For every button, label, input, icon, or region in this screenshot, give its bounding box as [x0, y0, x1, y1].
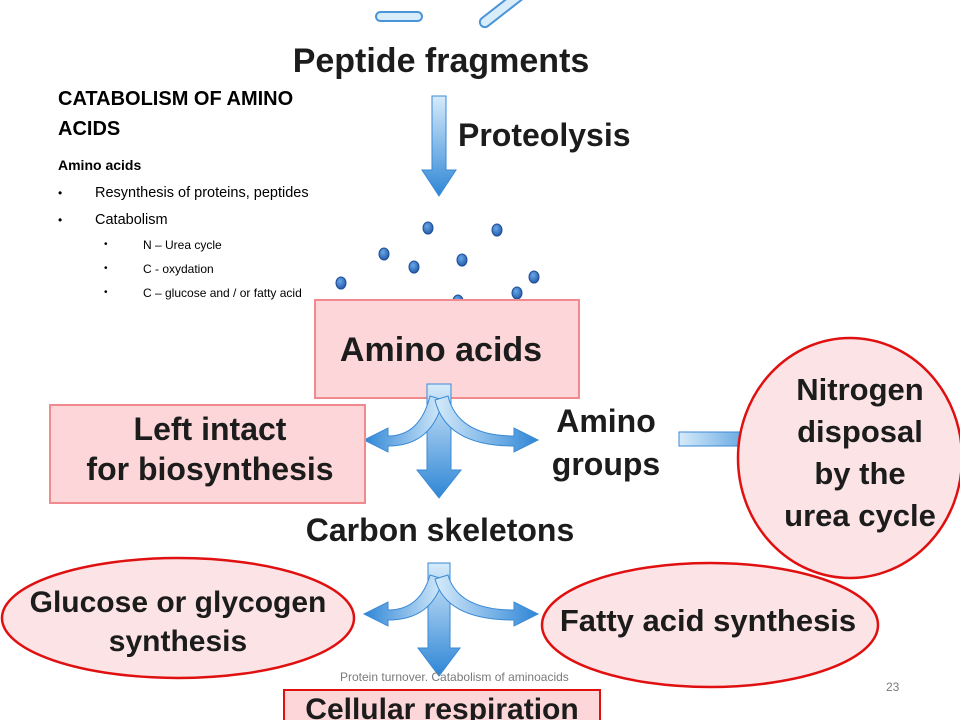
glucose-label-line1: Glucose or glycogen [30, 586, 327, 619]
nitrogen-label-line4: urea cycle [784, 498, 936, 533]
amino-acids-split-arrow [362, 383, 540, 499]
proteolysis-arrow [421, 95, 457, 197]
bullet-item: Catabolism [58, 211, 309, 238]
nitrogen-label-line1: Nitrogen [796, 372, 923, 407]
proteolysis-label: Proteolysis [458, 117, 631, 153]
amino-acid-dot [378, 247, 390, 261]
nitrogen-label-line3: by the [814, 456, 905, 491]
bullet-item: Resynthesis of proteins, peptides [58, 184, 309, 211]
amino-acid-dot [408, 260, 420, 274]
amino-acid-dot [511, 286, 523, 300]
amino-acid-dot [422, 221, 434, 235]
sub-bullet-item: C – glucose and / or fatty acid [104, 285, 302, 309]
peptide-fragments-label: Peptide fragments [293, 42, 590, 80]
amino-acids-label: Amino acids [340, 331, 542, 369]
sub-bullet-list: N – Urea cycle C - oxydation C – glucose… [104, 237, 302, 309]
amino-groups-label-line2: groups [552, 446, 660, 482]
slide-subtitle: Amino acids [58, 157, 142, 173]
cellular-respiration-label: Cellular respiration [305, 693, 578, 720]
nitrogen-label-line2: disposal [797, 414, 923, 449]
nitrogen-disposal-ellipse [736, 336, 960, 580]
glucose-label-line2: synthesis [109, 625, 247, 658]
amino-groups-label-line1: Amino [556, 403, 656, 439]
cellular-respiration-box [283, 689, 601, 720]
amino-acid-dot [528, 270, 540, 284]
amino-acid-dot [335, 276, 347, 290]
carbon-skeletons-split-arrow [362, 562, 540, 677]
peptide-fragment-bar [478, 0, 528, 29]
fatty-acid-synthesis-ellipse [540, 561, 880, 689]
left-intact-label-line1: Left intact [134, 411, 287, 447]
peptide-fragment-bar [375, 11, 423, 22]
left-intact-box [49, 404, 366, 504]
amino-acid-dot [491, 223, 503, 237]
sub-bullet-item: N – Urea cycle [104, 237, 302, 261]
slide-title: CATABOLISM OF AMINO ACIDS [58, 88, 294, 140]
bullet-list: Resynthesis of proteins, peptides Catabo… [58, 184, 309, 238]
slide-footer: Protein turnover. Catabolism of aminoaci… [340, 670, 569, 684]
glucose-synthesis-ellipse [0, 556, 356, 680]
left-intact-label-line2: for biosynthesis [86, 451, 333, 487]
sub-bullet-item: C - oxydation [104, 261, 302, 285]
carbon-skeletons-label: Carbon skeletons [306, 512, 575, 548]
amino-acid-dot [456, 253, 468, 267]
fatty-acid-synthesis-label: Fatty acid synthesis [560, 603, 856, 638]
slide-number: 23 [886, 680, 900, 694]
